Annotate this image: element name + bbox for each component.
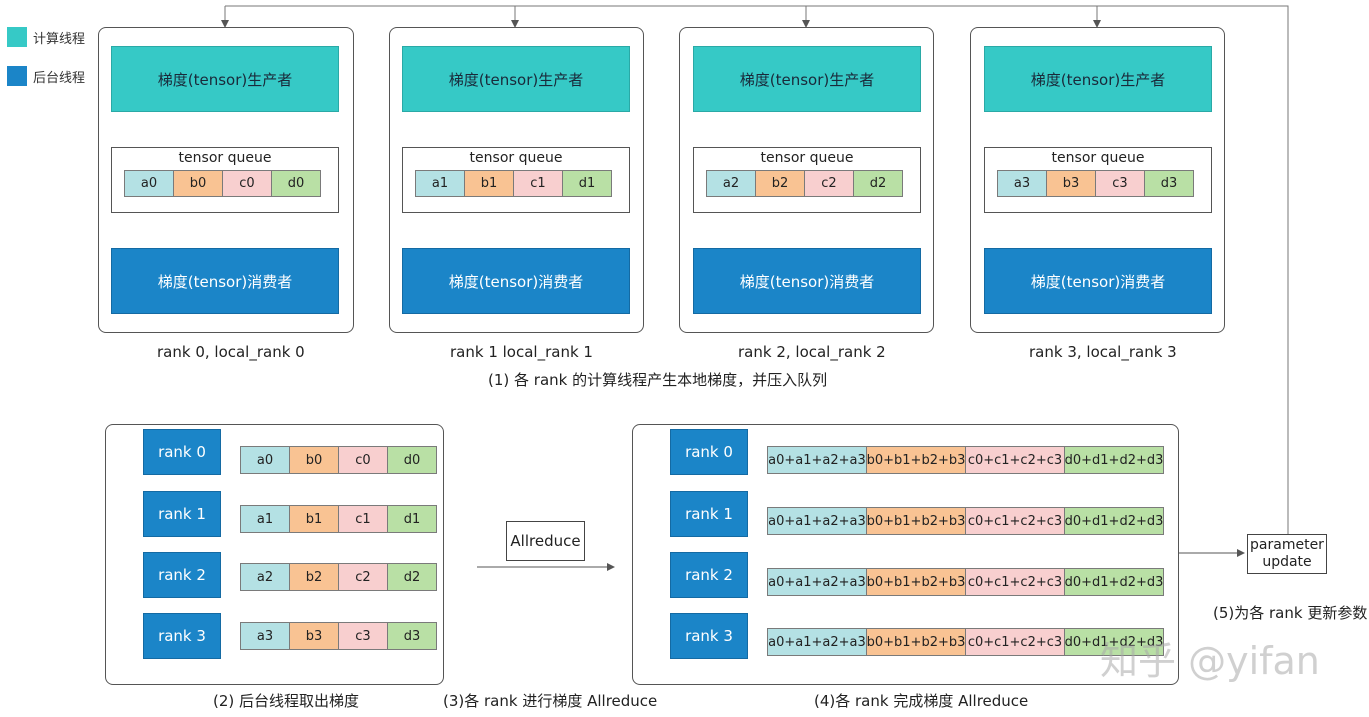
queue-cell: a0	[124, 170, 174, 197]
panel-rank-2: rank 2	[670, 552, 748, 598]
producer-0: 梯度(tensor)生产者	[111, 46, 339, 112]
rank-box-1: 梯度(tensor)生产者 tensor queue a1 b1 c1 d1 梯…	[389, 27, 644, 333]
grad-cell: c2	[338, 563, 388, 591]
queue-cell: d1	[562, 170, 612, 197]
legend-label-compute: 计算线程	[33, 32, 86, 47]
grad-cell: a3	[240, 622, 290, 650]
queue-title: tensor queue	[760, 150, 854, 166]
queue-cell: d0	[271, 170, 321, 197]
queue-cell: c0	[222, 170, 272, 197]
step5-caption: (5)为各 rank 更新参数	[1213, 604, 1368, 622]
grad-cell: d3	[387, 622, 437, 650]
queue-cell: d3	[1144, 170, 1194, 197]
sum-cell: a0+a1+a2+a3	[767, 446, 867, 474]
rank-caption-1: rank 1 local_rank 1	[450, 343, 593, 361]
sum-cell: d0+d1+d2+d3	[1064, 568, 1164, 596]
grad-cell: a1	[240, 505, 290, 533]
queue-cell: c1	[513, 170, 563, 197]
rank-box-2: 梯度(tensor)生产者 tensor queue a2 b2 c2 d2 梯…	[679, 27, 934, 333]
panel-rank-2: rank 2	[143, 552, 221, 598]
queue-title: tensor queue	[469, 150, 563, 166]
sum-cell: d0+d1+d2+d3	[1064, 628, 1164, 656]
queue-title: tensor queue	[1051, 150, 1145, 166]
watermark: 知乎 @yifan	[1100, 639, 1320, 683]
step4-caption: (4)各 rank 完成梯度 Allreduce	[814, 692, 1029, 710]
consumer-1: 梯度(tensor)消费者	[402, 248, 630, 314]
queue-cell: a3	[997, 170, 1047, 197]
queue-cell: c3	[1095, 170, 1145, 197]
sum-cell: b0+b1+b2+b3	[866, 507, 966, 535]
sum-cell: c0+c1+c2+c3	[965, 507, 1065, 535]
grad-cell: b0	[289, 446, 339, 474]
grad-cell: c0	[338, 446, 388, 474]
queue-cell: b0	[173, 170, 223, 197]
panel-rank-0: rank 0	[143, 429, 221, 475]
grad-cell: a2	[240, 563, 290, 591]
grad-cell: c1	[338, 505, 388, 533]
producer-2: 梯度(tensor)生产者	[693, 46, 921, 112]
step2-caption: (2) 后台线程取出梯度	[213, 692, 360, 710]
panel-rank-3: rank 3	[670, 613, 748, 659]
step1-caption: (1) 各 rank 的计算线程产生本地梯度，并压入队列	[488, 371, 828, 389]
grad-cell: d0	[387, 446, 437, 474]
tensor-queue-0: tensor queue a0 b0 c0 d0	[111, 147, 339, 213]
step3-caption: (3)各 rank 进行梯度 Allreduce	[443, 692, 658, 710]
sum-cell: c0+c1+c2+c3	[965, 446, 1065, 474]
queue-cell: b2	[755, 170, 805, 197]
sum-cell: a0+a1+a2+a3	[767, 568, 867, 596]
sum-cell: c0+c1+c2+c3	[965, 628, 1065, 656]
grad-cell: d2	[387, 563, 437, 591]
legend-swatch-background	[7, 66, 27, 86]
consumer-0: 梯度(tensor)消费者	[111, 248, 339, 314]
parameter-update-line1: parameter	[1250, 537, 1324, 553]
allreduce-done-panel: rank 0 rank 1 rank 2 rank 3 a0+a1+a2+a3 …	[632, 424, 1179, 685]
rank-caption-3: rank 3, local_rank 3	[1029, 343, 1177, 361]
panel-rank-0: rank 0	[670, 429, 748, 475]
panel-rank-3: rank 3	[143, 613, 221, 659]
sum-cell: d0+d1+d2+d3	[1064, 507, 1164, 535]
producer-1: 梯度(tensor)生产者	[402, 46, 630, 112]
grad-cell: c3	[338, 622, 388, 650]
parameter-update-box: parameter update	[1247, 534, 1327, 574]
sum-cell: b0+b1+b2+b3	[866, 446, 966, 474]
queue-cell: c2	[804, 170, 854, 197]
sum-cell: a0+a1+a2+a3	[767, 507, 867, 535]
legend-label-background: 后台线程	[33, 71, 86, 86]
sum-cell: d0+d1+d2+d3	[1064, 446, 1164, 474]
rank-caption-0: rank 0, local_rank 0	[157, 343, 305, 361]
queue-title: tensor queue	[178, 150, 272, 166]
tensor-queue-3: tensor queue a3 b3 c3 d3	[984, 147, 1212, 213]
legend-swatch-compute	[7, 27, 27, 47]
grad-cell: b3	[289, 622, 339, 650]
queue-cell: b3	[1046, 170, 1096, 197]
consumer-2: 梯度(tensor)消费者	[693, 248, 921, 314]
queue-cell: d2	[853, 170, 903, 197]
sum-cell: a0+a1+a2+a3	[767, 628, 867, 656]
panel-rank-1: rank 1	[143, 491, 221, 537]
consumer-3: 梯度(tensor)消费者	[984, 248, 1212, 314]
grad-cell: d1	[387, 505, 437, 533]
background-thread-panel: rank 0 rank 1 rank 2 rank 3 a0 b0 c0 d0 …	[105, 424, 444, 685]
tensor-queue-1: tensor queue a1 b1 c1 d1	[402, 147, 630, 213]
tensor-queue-2: tensor queue a2 b2 c2 d2	[693, 147, 921, 213]
producer-3: 梯度(tensor)生产者	[984, 46, 1212, 112]
queue-cell: a1	[415, 170, 465, 197]
sum-cell: b0+b1+b2+b3	[866, 568, 966, 596]
rank-caption-2: rank 2, local_rank 2	[738, 343, 886, 361]
sum-cell: c0+c1+c2+c3	[965, 568, 1065, 596]
parameter-update-line2: update	[1262, 554, 1312, 570]
grad-cell: b2	[289, 563, 339, 591]
rank-box-3: 梯度(tensor)生产者 tensor queue a3 b3 c3 d3 梯…	[970, 27, 1225, 333]
grad-cell: a0	[240, 446, 290, 474]
queue-cell: a2	[706, 170, 756, 197]
queue-cell: b1	[464, 170, 514, 197]
allreduce-box: Allreduce	[506, 521, 585, 561]
panel-rank-1: rank 1	[670, 491, 748, 537]
sum-cell: b0+b1+b2+b3	[866, 628, 966, 656]
rank-box-0: 梯度(tensor)生产者 tensor queue a0 b0 c0 d0 梯…	[98, 27, 354, 333]
grad-cell: b1	[289, 505, 339, 533]
